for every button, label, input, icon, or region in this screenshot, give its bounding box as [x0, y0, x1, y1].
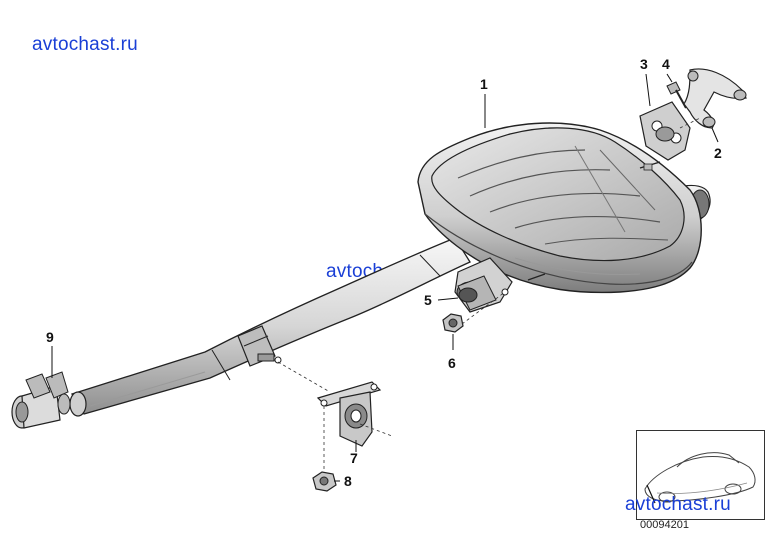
- bracket-7: [316, 381, 382, 447]
- car-thumbnail: [636, 430, 765, 520]
- watermark-bottom-right: avtochast.ru: [625, 494, 731, 515]
- callout-7: 7: [350, 450, 358, 466]
- callout-9: 9: [46, 329, 54, 345]
- pipe-hanger-bracket: [237, 325, 282, 367]
- pipe-clamp-9: [11, 371, 71, 429]
- nut-8: [312, 471, 337, 492]
- rear-muffler: [417, 122, 702, 294]
- callout-6: 6: [448, 355, 456, 371]
- callout-labels: 1 2 3 4 5 6 7 8 9: [46, 56, 722, 489]
- rear-hanger-assembly: [639, 68, 747, 161]
- watermark-top-left: avtochast.ru: [32, 34, 138, 55]
- callout-2: 2: [714, 145, 722, 161]
- assembly-lines: [277, 117, 701, 470]
- callout-8: 8: [344, 473, 352, 489]
- exhaust-pipe: [69, 237, 471, 417]
- callout-3: 3: [640, 56, 648, 72]
- callout-5: 5: [424, 292, 432, 308]
- car-outline-icon: [644, 452, 756, 504]
- nut-6: [442, 313, 464, 333]
- rubber-mount-5: [454, 257, 513, 313]
- callout-1: 1: [480, 76, 488, 92]
- callout-4: 4: [662, 56, 670, 72]
- diagram-code: 00094201: [640, 519, 689, 531]
- leader-lines: [51, 73, 719, 482]
